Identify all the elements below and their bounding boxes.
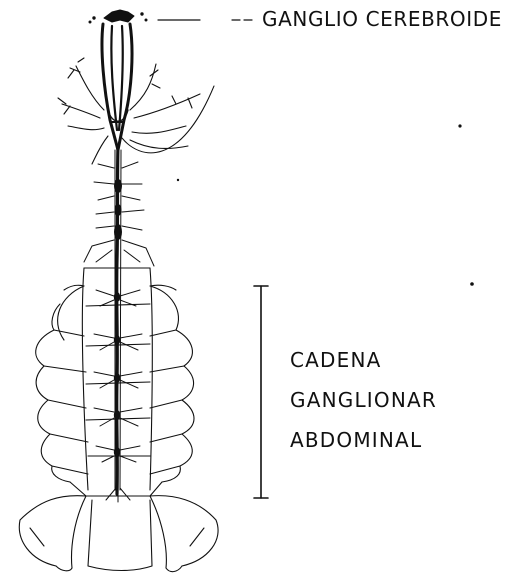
specks xyxy=(177,124,474,285)
cerebral-ganglion-label: GANGLIO CEREBROIDE xyxy=(262,9,502,29)
ventral-nerve-cord xyxy=(114,146,122,494)
abdominal-label-line-2: GANGLIONAR xyxy=(290,390,437,410)
head-nerves xyxy=(58,58,214,164)
abdominal-label-line-1: CADENA xyxy=(290,350,382,370)
abdominal-label-line-3: ABDOMINAL xyxy=(290,430,422,450)
abdominal-bracket xyxy=(254,286,268,498)
abdomen-outline xyxy=(19,268,218,572)
